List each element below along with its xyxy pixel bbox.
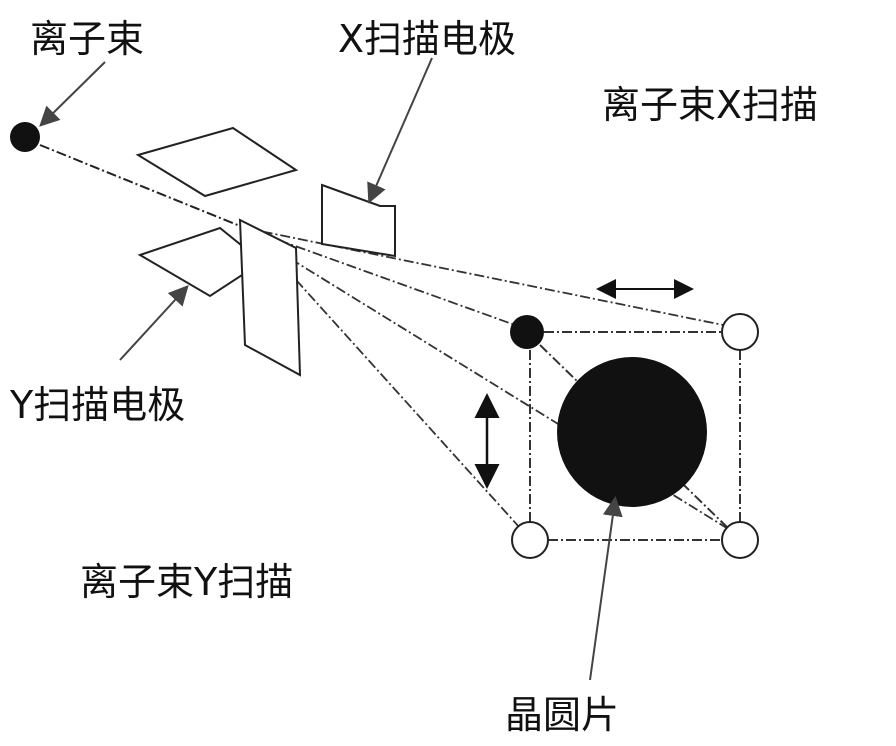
ion-beam-dot — [10, 122, 40, 152]
beam-spot-filled — [510, 315, 544, 349]
wafer-leader-arrow — [590, 500, 615, 680]
y-electrode-top-plate — [138, 128, 296, 196]
ion-beam-y-scan-label: 离子束Y扫描 — [80, 563, 293, 601]
beam-spot-open — [722, 522, 758, 558]
beam-spot-open — [512, 522, 548, 558]
x-electrode-back-plate — [322, 185, 395, 256]
x-electrode-label: X扫描电极 — [338, 20, 516, 58]
ion-beam-label: 离子束 — [30, 20, 144, 58]
ion-beam-leader-arrow — [42, 62, 105, 124]
x-electrode-leader-arrow — [370, 58, 432, 200]
x-electrode-front-plate — [240, 220, 300, 375]
beam-spot-open — [722, 314, 758, 350]
wafer-label: 晶圆片 — [505, 696, 619, 734]
y-electrode-label: Y扫描电极 — [10, 386, 185, 424]
y-electrode-leader-arrow — [120, 288, 186, 360]
wafer-disc — [557, 357, 707, 507]
ion-beam-x-scan-label: 离子束X扫描 — [602, 86, 818, 124]
